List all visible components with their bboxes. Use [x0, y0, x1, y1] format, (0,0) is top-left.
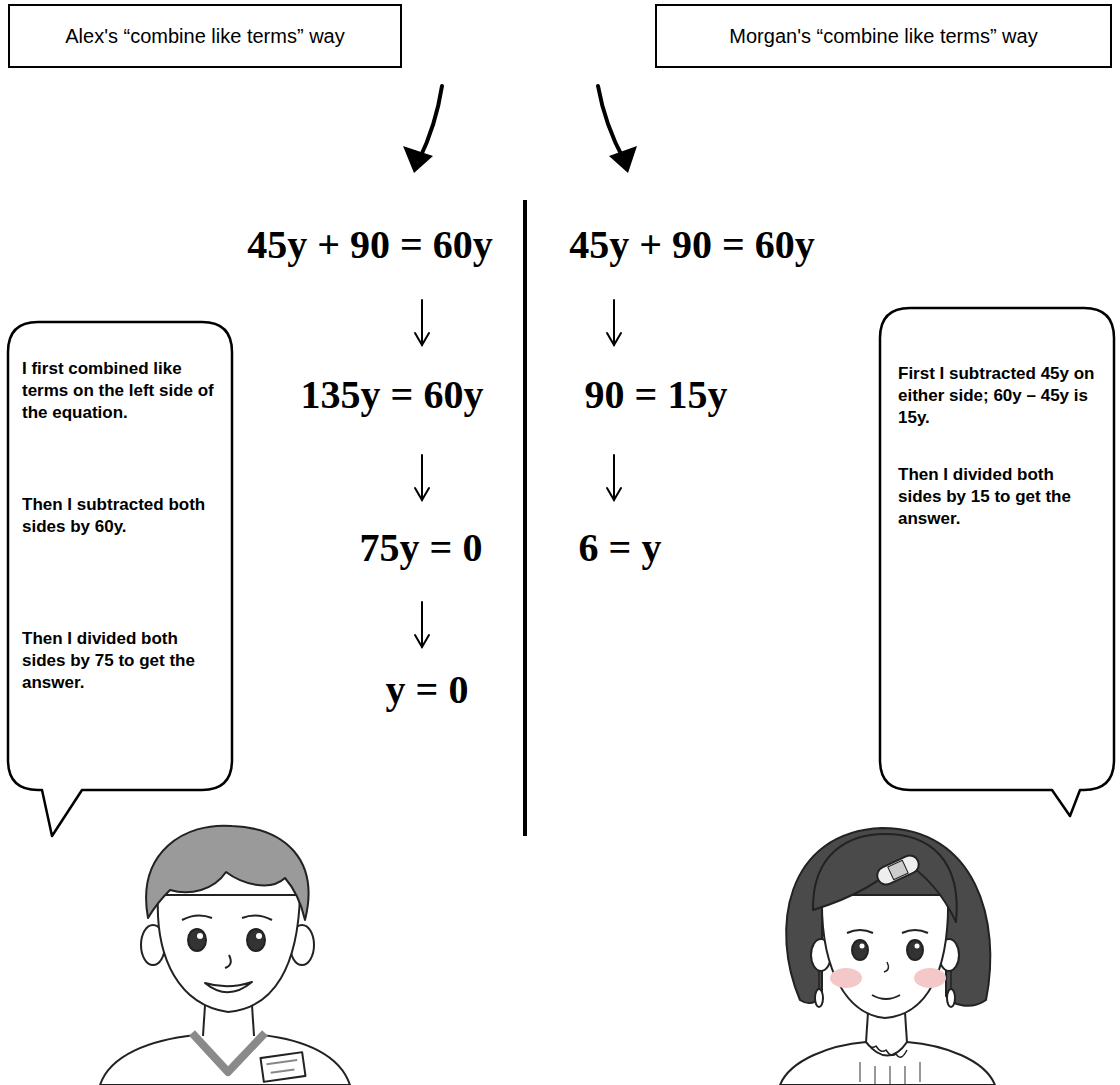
title-box: Alex's “combine like terms” way	[8, 4, 402, 68]
mouth	[872, 995, 900, 999]
face	[158, 895, 300, 1012]
neck	[203, 1005, 205, 1036]
bandage-pad	[888, 860, 908, 879]
eyebrow	[182, 915, 212, 920]
eye-shine	[256, 933, 262, 939]
eye-shine	[915, 944, 920, 949]
tag-line	[266, 1060, 297, 1064]
eyebrow	[902, 930, 928, 933]
heading-text: Alex's “combine like terms” way	[65, 25, 344, 48]
equation: 75y = 0	[360, 525, 483, 571]
eye	[907, 940, 923, 960]
equation: y = 0	[386, 667, 469, 713]
equation-holder: 45y + 90 = 60y	[247, 222, 493, 268]
face	[822, 895, 948, 1018]
divider-line	[523, 200, 527, 836]
shirt	[100, 1035, 350, 1085]
equation: 45y + 90 = 60y	[569, 222, 815, 268]
tag-card	[261, 1052, 306, 1082]
earring	[950, 970, 952, 990]
step-arrow-head	[415, 635, 429, 647]
girl-figure	[780, 828, 995, 1085]
eyebrow	[242, 915, 272, 920]
step-arrow	[421, 455, 423, 500]
hair	[146, 826, 308, 920]
speech-bubble: First I subtracted 45y on either side; 6…	[880, 308, 1114, 790]
top-pattern	[860, 1062, 920, 1084]
nose	[225, 955, 231, 968]
step-arrow-head	[607, 488, 621, 500]
pointer-arrow	[403, 86, 442, 173]
eye	[852, 940, 868, 960]
speech-bubble: I first combined like terms on the left …	[8, 322, 232, 790]
collar-trim	[192, 1033, 265, 1072]
arrow-stroke	[419, 86, 442, 160]
step-arrow	[421, 602, 423, 647]
equation: 135y = 60y	[301, 372, 484, 418]
eye-shine	[860, 944, 865, 949]
eye	[247, 929, 265, 951]
equation-holder: 75y = 0	[360, 525, 483, 571]
step-arrow-head	[415, 333, 429, 345]
equation: 6 = y	[579, 525, 662, 571]
lace	[866, 1042, 907, 1057]
step-arrow	[613, 300, 615, 345]
top	[780, 1042, 995, 1085]
bandage-strip	[874, 853, 921, 888]
nose	[884, 962, 888, 972]
arrow-stroke	[598, 86, 624, 160]
name-tag	[261, 1052, 306, 1082]
boy-figure	[100, 826, 350, 1085]
cheek	[914, 968, 946, 988]
neck	[252, 1005, 254, 1036]
bangs	[813, 834, 957, 922]
neck	[905, 1012, 907, 1043]
step-arrow	[613, 455, 615, 500]
bubble-shape	[880, 308, 1114, 816]
eye	[188, 929, 206, 951]
earring	[947, 989, 955, 1007]
neck	[866, 1012, 868, 1043]
tag-line	[271, 1069, 295, 1072]
eyebrow	[847, 930, 873, 933]
step-arrow-head	[415, 488, 429, 500]
arrow-head	[609, 146, 637, 173]
title-box: Morgan's “combine like terms” way	[655, 4, 1112, 68]
equation: 90 = 15y	[585, 372, 728, 418]
speech-text: I first combined like terms on the left …	[8, 358, 232, 424]
heading-text: Morgan's “combine like terms” way	[729, 25, 1037, 48]
eye-shine	[197, 933, 203, 939]
equation-holder: y = 0	[386, 667, 469, 713]
pointer-arrow	[598, 86, 637, 173]
bandage	[874, 853, 921, 888]
arrow-head	[403, 146, 433, 173]
mouth	[205, 982, 252, 992]
cheek	[830, 968, 862, 988]
equation-holder: 90 = 15y	[585, 372, 728, 418]
step-arrow	[421, 300, 423, 345]
speech-text: Then I subtracted both sides by 60y.	[8, 494, 232, 538]
earring	[818, 970, 820, 990]
speech-text: First I subtracted 45y on either side; 6…	[880, 363, 1114, 429]
step-arrow-head	[607, 333, 621, 345]
equation: 45y + 90 = 60y	[247, 222, 493, 268]
bubble-shape	[8, 322, 232, 836]
step-arrows	[415, 300, 621, 647]
speech-text: Then I divided both sides by 75 to get t…	[8, 628, 232, 694]
equation-holder: 135y = 60y	[301, 372, 484, 418]
equation-holder: 6 = y	[579, 525, 662, 571]
speech-text: Then I divided both sides by 15 to get t…	[880, 464, 1114, 530]
earring	[815, 989, 823, 1007]
equation-holder: 45y + 90 = 60y	[569, 222, 815, 268]
